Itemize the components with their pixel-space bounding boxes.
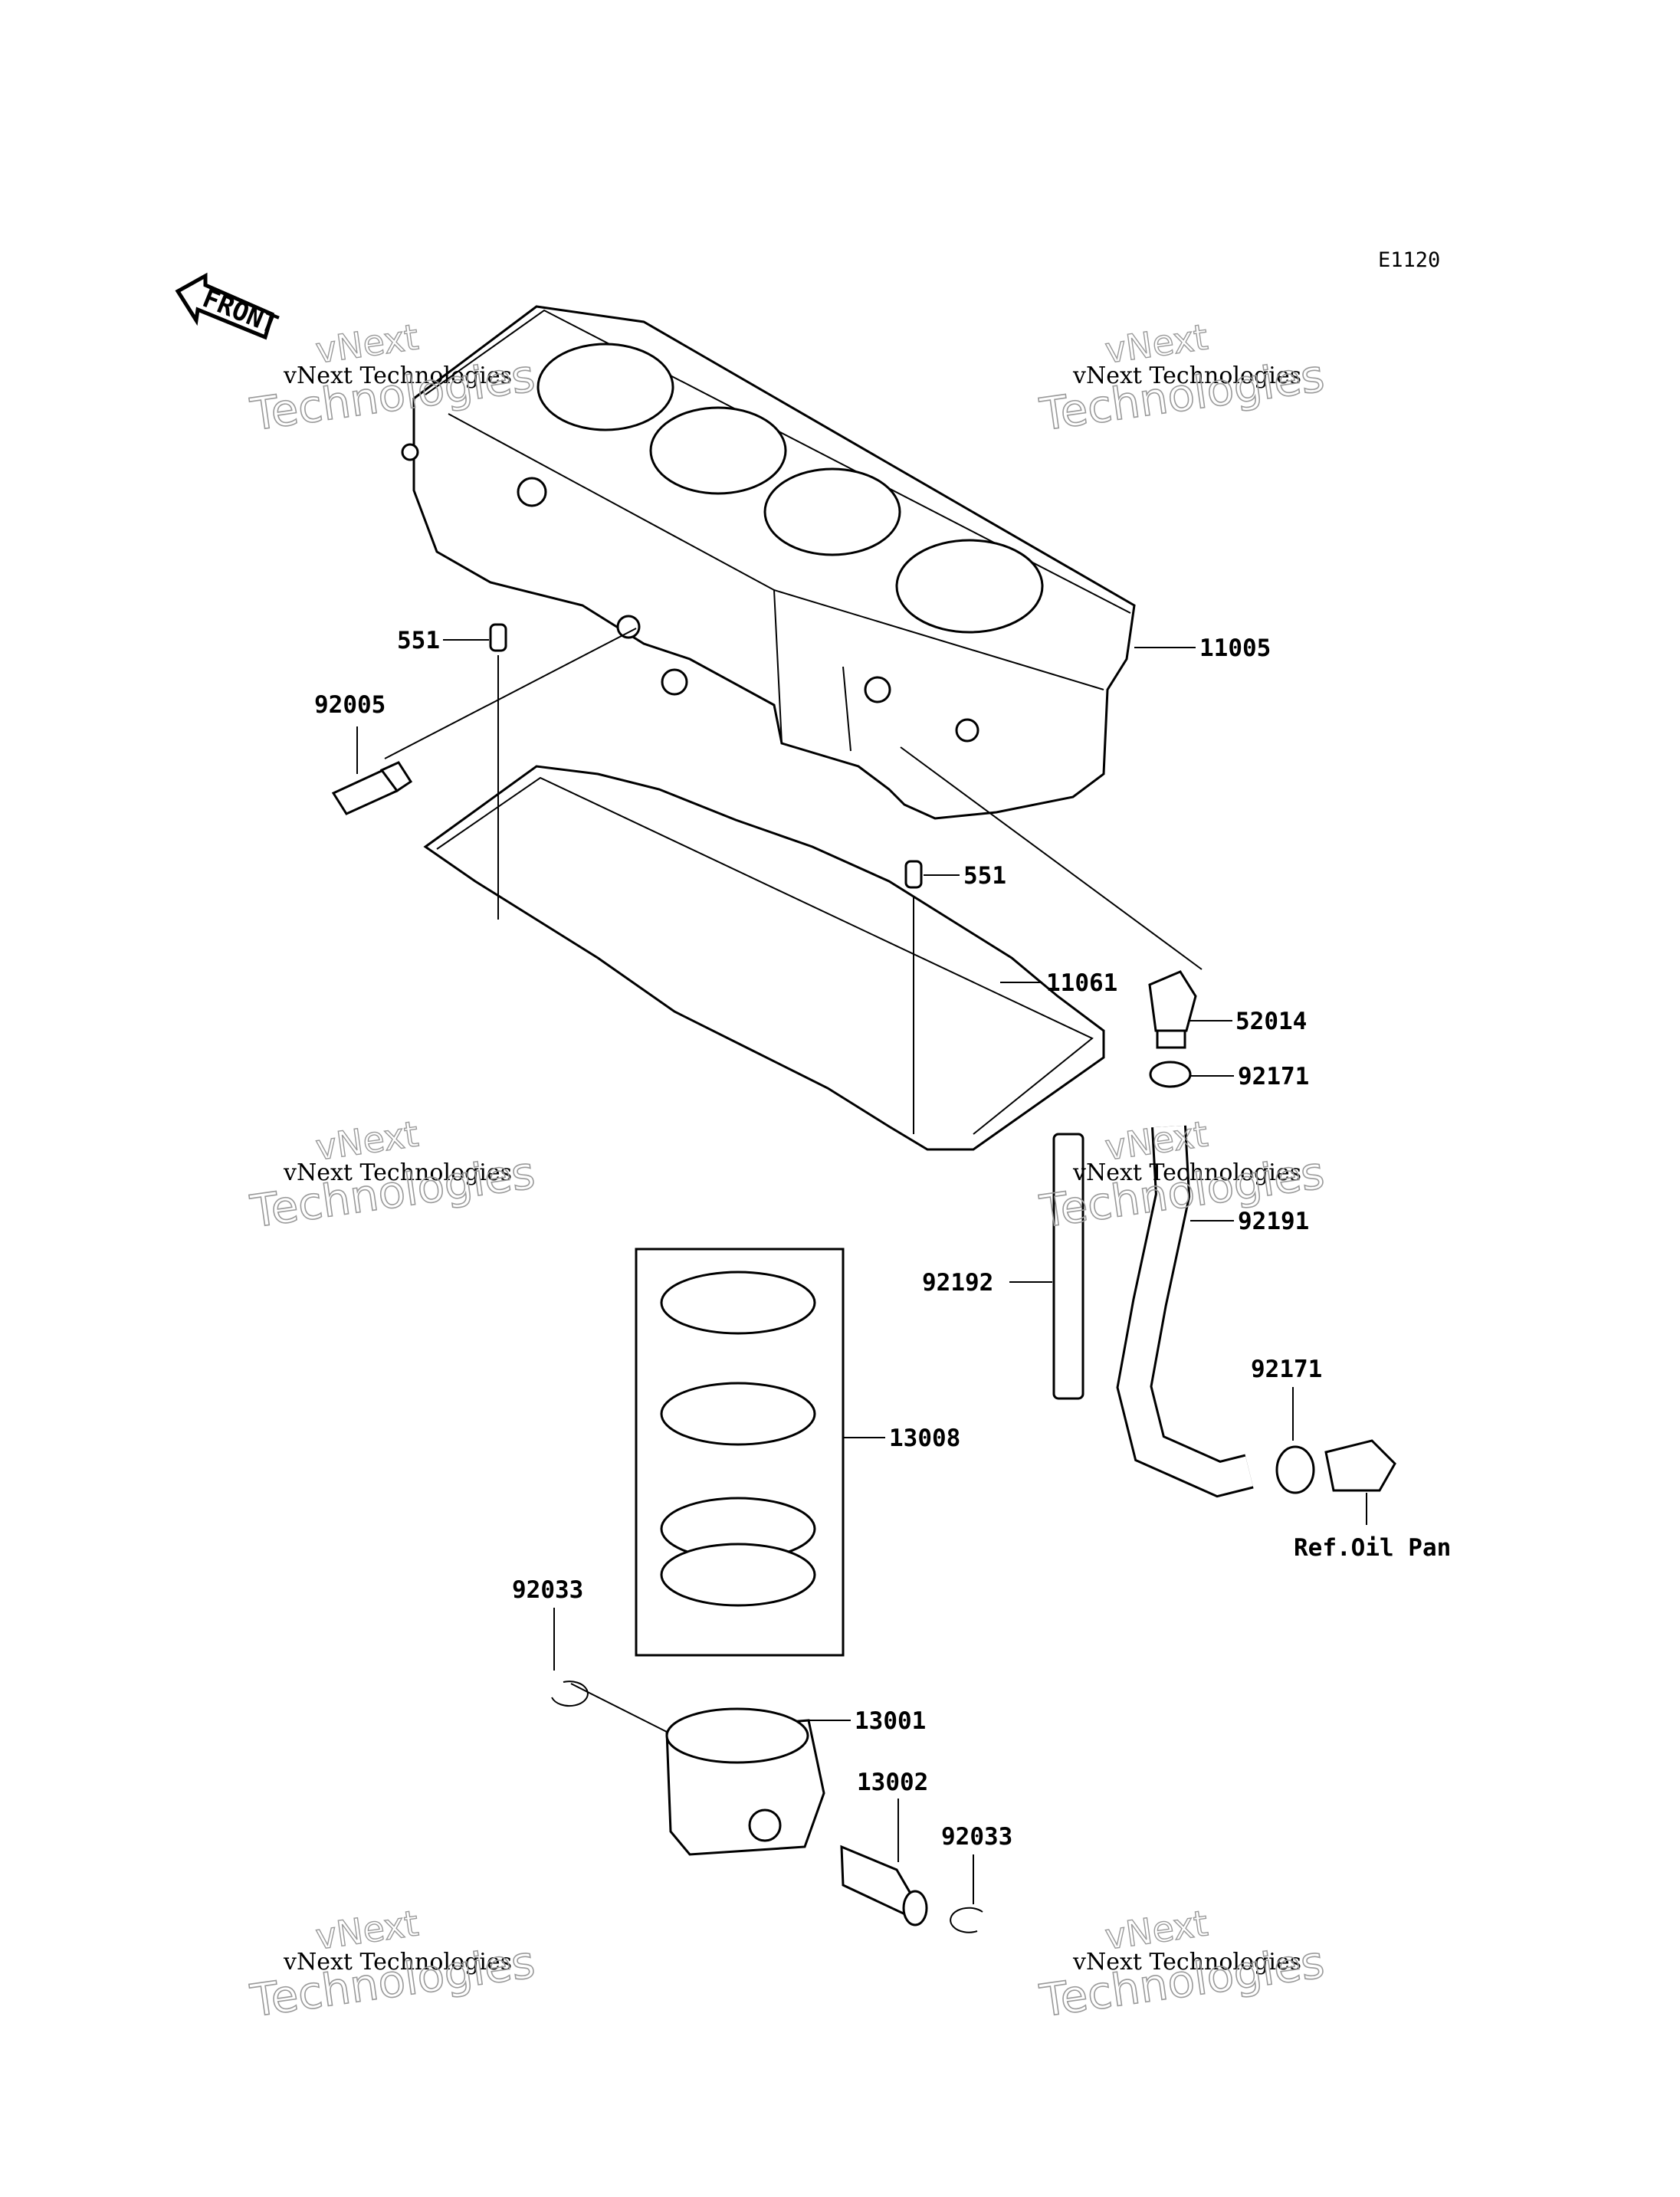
front-arrow-icon: FRONT (175, 272, 283, 341)
cylinder-base-gasket (423, 765, 1105, 1151)
dowel-pin-lower (904, 860, 923, 889)
circlip-right (950, 1907, 983, 1933)
callout-13001: 13001 (855, 1707, 926, 1735)
svg-text:vNext Technologies: vNext Technologies (283, 1949, 512, 1976)
diagram-code: E1120 (1378, 248, 1440, 272)
callout-ref-oil-pan: Ref.Oil Pan (1294, 1534, 1451, 1562)
callout-11061: 11061 (1046, 969, 1117, 997)
svg-text:vNext Technologies: vNext Technologies (1072, 1159, 1301, 1186)
svg-text:vNext Technologies: vNext Technologies (1072, 1949, 1301, 1976)
oil-pan-fitting (1324, 1439, 1396, 1492)
callout-551-upper: 551 (397, 627, 440, 654)
svg-text:vNext Technologies: vNext Technologies (283, 1159, 512, 1186)
svg-text:vNext Technologies: vNext Technologies (1072, 362, 1301, 389)
piston-pin-13002 (840, 1844, 928, 1926)
callout-13002: 13002 (857, 1769, 928, 1796)
clamp-upper (1149, 1061, 1192, 1088)
fitting-92005 (331, 761, 413, 815)
circlip-left (551, 1681, 589, 1707)
callout-551-lower: 551 (963, 862, 1006, 890)
piston-ring-box (635, 1248, 845, 1657)
watermark-6: vNext vNext Technologies Technologies (1036, 1902, 1328, 2028)
callout-92171-upper: 92171 (1238, 1063, 1309, 1090)
callout-11005: 11005 (1199, 635, 1271, 662)
cylinder-block (401, 305, 1136, 820)
callout-92191: 92191 (1238, 1208, 1309, 1235)
piston-13001 (665, 1707, 825, 1856)
callout-92033-left: 92033 (512, 1576, 583, 1604)
callout-92033-right: 92033 (941, 1823, 1012, 1851)
piston-rings (660, 1271, 816, 1607)
callout-92171-lower: 92171 (1251, 1356, 1322, 1383)
svg-text:vNext Technologies: vNext Technologies (283, 362, 512, 389)
callout-92192: 92192 (922, 1269, 993, 1297)
leader-lines (356, 628, 1367, 1904)
front-label: FRONT (199, 283, 283, 340)
callout-13008: 13008 (889, 1425, 960, 1452)
callout-92005: 92005 (314, 691, 386, 719)
elbow-fitting-52014 (1148, 970, 1197, 1049)
threaded-rod-92192 (1052, 1133, 1084, 1400)
watermark-5: vNext vNext Technologies Technologies (247, 1902, 539, 2028)
dowel-pin-upper (489, 623, 507, 652)
watermark-3: vNext vNext Technologies Technologies (247, 1113, 539, 1238)
clamp-lower (1275, 1445, 1315, 1494)
watermark-2: vNext vNext Technologies Technologies (1036, 316, 1328, 441)
callout-52014: 52014 (1235, 1008, 1307, 1035)
